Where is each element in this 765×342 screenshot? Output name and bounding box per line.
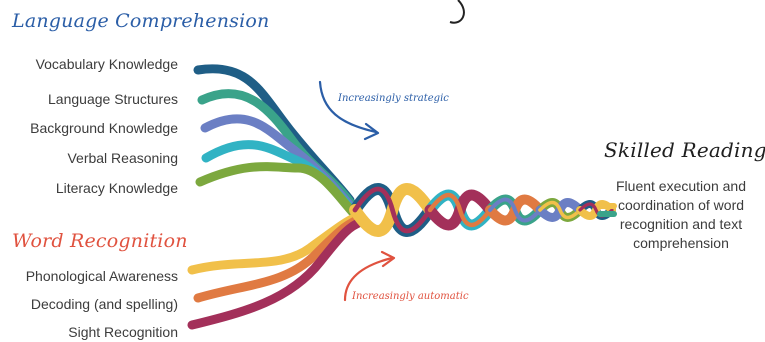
strand-sight-recognition: [192, 220, 364, 325]
title-fragment: [450, 0, 464, 23]
automatic-annotation: Increasingly automatic: [352, 291, 469, 302]
word-recognition-heading: Word Recognition: [12, 230, 188, 252]
rope-strands: [192, 69, 614, 325]
language-comprehension-heading: Language Comprehension: [12, 10, 269, 32]
strand-label-language-structures: Language Structures: [48, 91, 178, 107]
strand-label-vocabulary: Vocabulary Knowledge: [36, 56, 178, 72]
skilled-reading-heading: Skilled Reading: [604, 138, 765, 162]
strand-label-literacy-knowledge: Literacy Knowledge: [56, 180, 178, 196]
strand-label-verbal-reasoning: Verbal Reasoning: [67, 150, 178, 166]
strand-label-sight-recognition: Sight Recognition: [68, 324, 178, 340]
strand-label-phonological-awareness: Phonological Awareness: [26, 268, 178, 284]
strand-label-background-knowledge: Background Knowledge: [30, 120, 178, 136]
skilled-reading-description: Fluent execution and coordination of wor…: [606, 177, 756, 253]
strand-label-decoding: Decoding (and spelling): [31, 296, 178, 312]
strand-literacy-knowledge: [200, 167, 358, 218]
strategic-annotation: Increasingly strategic: [338, 93, 449, 104]
